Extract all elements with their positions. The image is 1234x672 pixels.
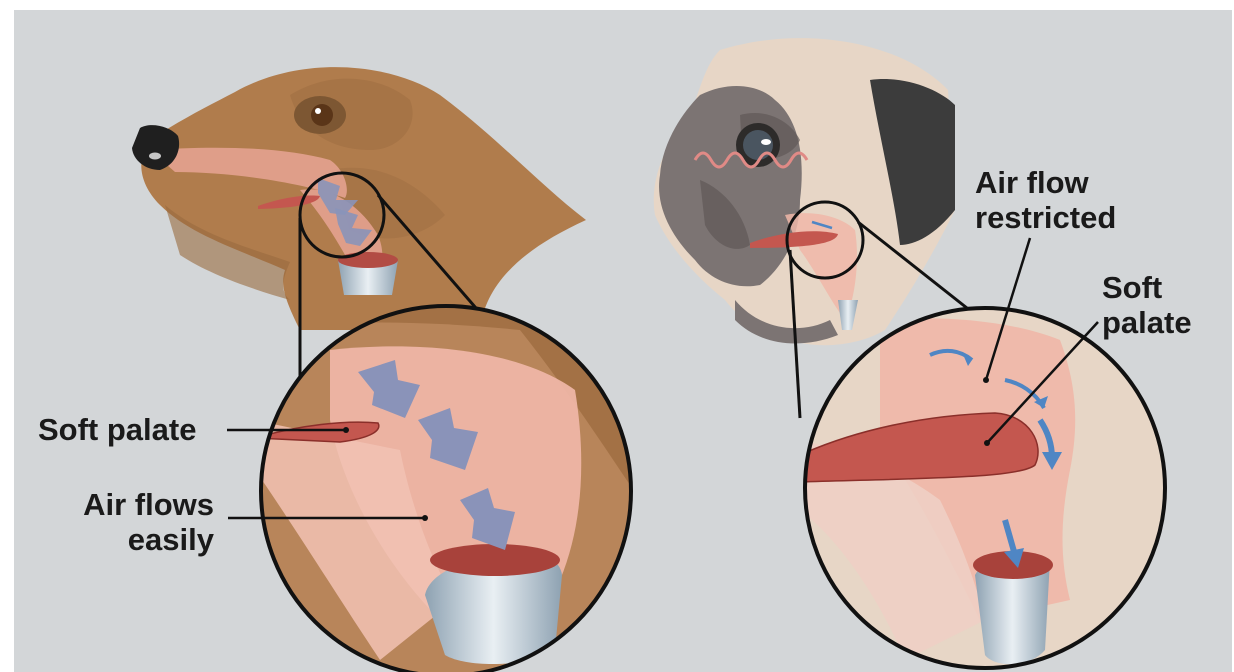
label-soft-line2: palate	[1102, 305, 1192, 340]
dog-eye	[311, 104, 333, 126]
label-air-flow-line2: restricted	[975, 200, 1116, 235]
label-soft-line1: Soft	[1102, 270, 1162, 305]
label-soft-palate-left: Soft palate	[38, 412, 196, 447]
label-air-flow-line1: Air flow	[975, 165, 1090, 200]
label-air-flows-line2: easily	[128, 522, 215, 557]
label-air-flows-line1: Air flows	[83, 487, 214, 522]
